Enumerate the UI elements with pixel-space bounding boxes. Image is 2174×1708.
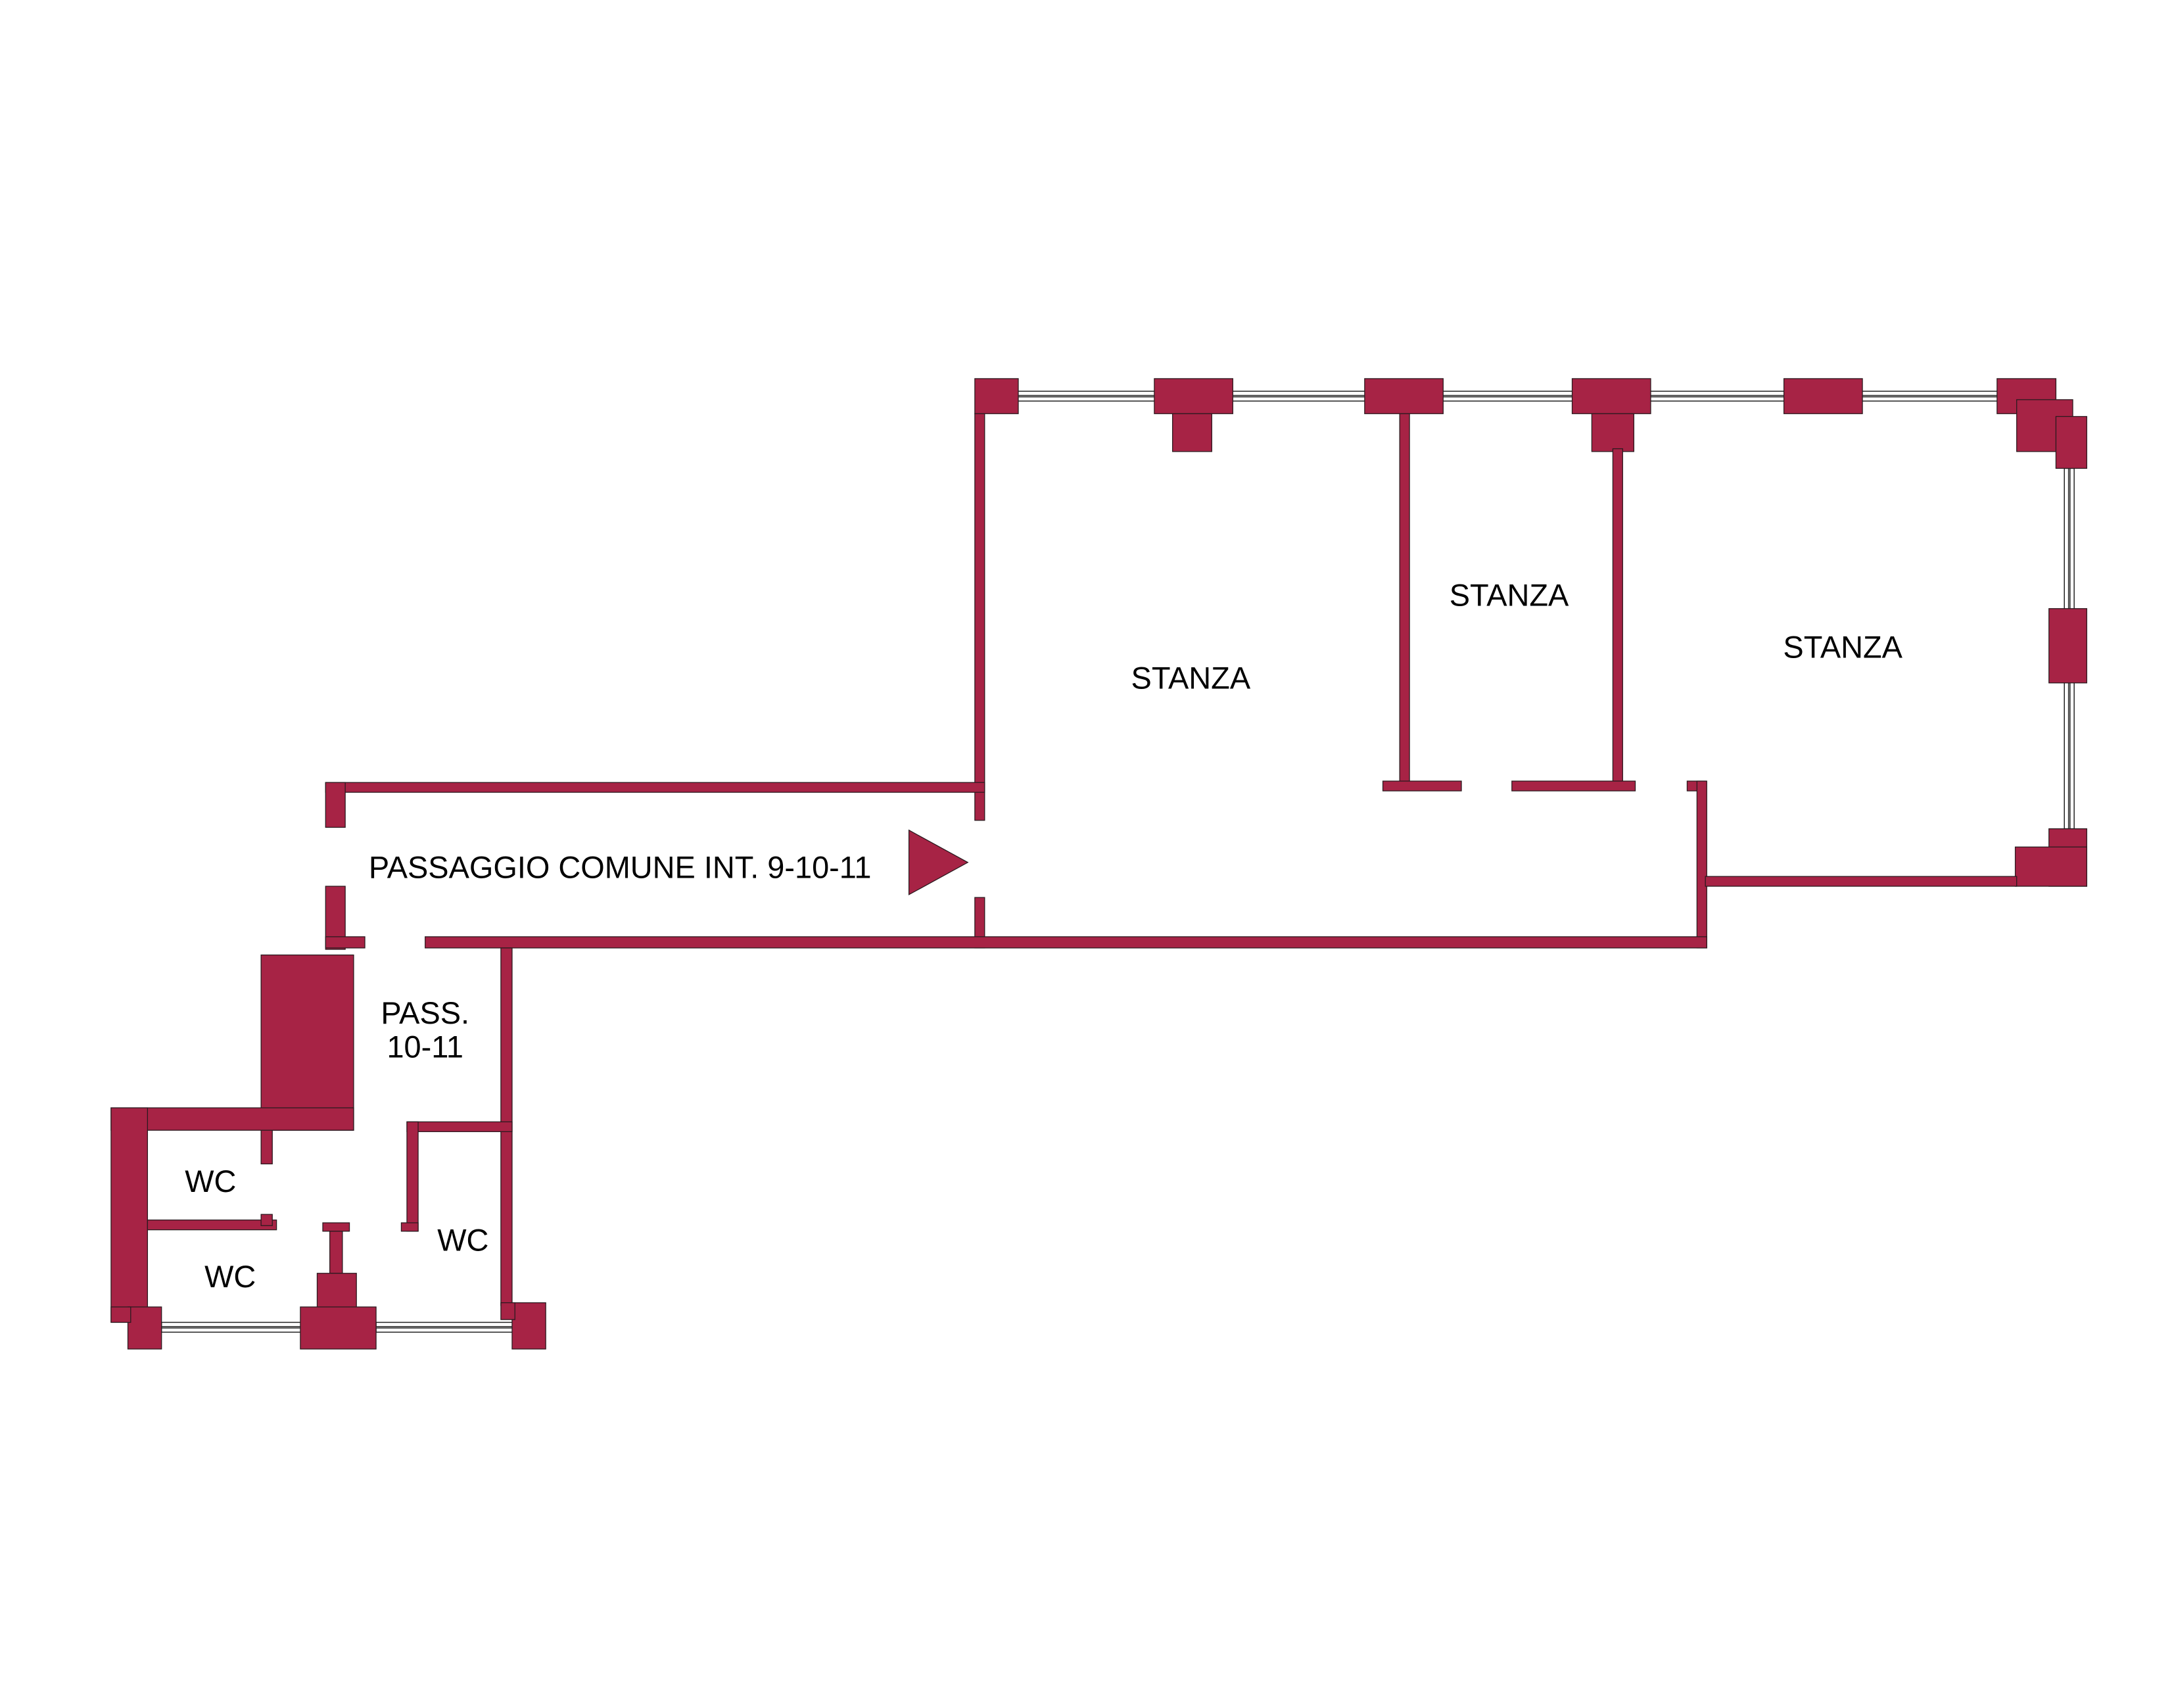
room-label-wc-3: WC <box>437 1223 488 1258</box>
room-label-passaggio-comune: PASSAGGIO COMUNE INT. 9-10-11 <box>369 850 872 884</box>
room-label-pass-line1: PASS. <box>381 996 469 1030</box>
room-label-wc-2: WC <box>204 1260 256 1294</box>
room-label-stanza-2: STANZA <box>1450 578 1569 612</box>
room-label-stanza-1: STANZA <box>1131 661 1251 695</box>
walls <box>110 378 2087 1350</box>
entrance-arrow-icon <box>908 829 969 895</box>
room-label-stanza-3: STANZA <box>1783 630 1902 664</box>
room-label-wc-1: WC <box>185 1164 236 1198</box>
room-label-pass-line2: 10-11 <box>387 1030 463 1064</box>
